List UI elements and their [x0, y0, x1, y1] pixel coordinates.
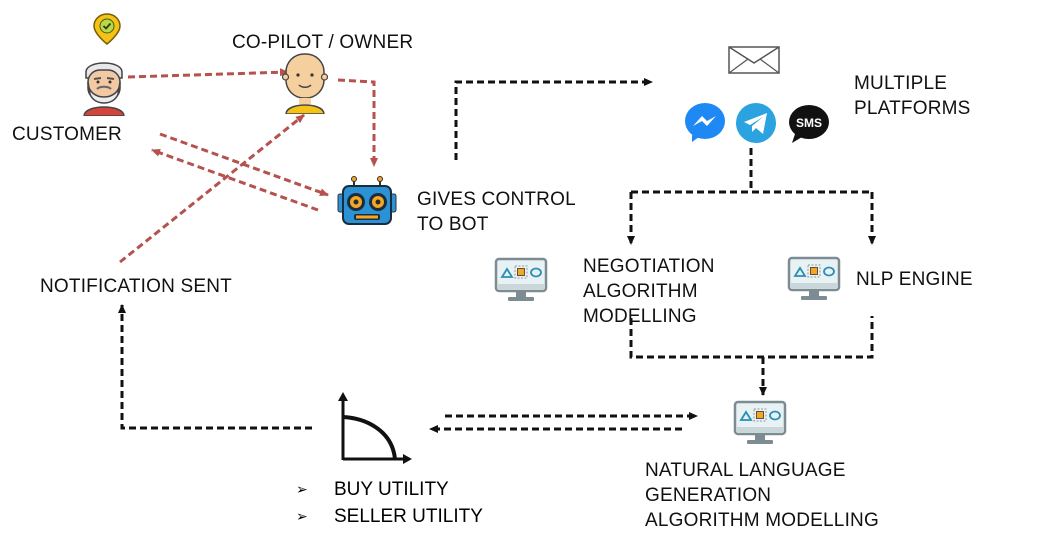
envelope-icon: [728, 46, 780, 74]
arrow-copilot-to-bot: [337, 78, 378, 167]
label-nlg-modelling: NATURAL LANGUAGE GENERATION ALGORITHM MO…: [645, 458, 879, 533]
bald-man-avatar-icon: [282, 53, 328, 114]
bullet-item: ➢ BUY UTILITY: [296, 476, 483, 503]
label-negotiation-line1: NEGOTIATION: [583, 256, 715, 277]
location-badge-icon: [93, 13, 121, 45]
label-nlg-line2: GENERATION: [645, 485, 772, 506]
line-negotiation-merge: [629, 316, 874, 359]
label-negotiation-line3: MODELLING: [583, 306, 697, 327]
monitor-icon: [494, 257, 548, 301]
bullet-arrow-icon: ➢: [296, 508, 308, 524]
sms-text: SMS: [796, 116, 822, 130]
sms-icon: SMS: [789, 105, 829, 143]
label-negotiation-modelling: NEGOTIATION ALGORITHM MODELLING: [583, 254, 715, 329]
label-nlg-line1: NATURAL LANGUAGE: [645, 460, 846, 481]
arrow-utility-to-notification: [118, 304, 312, 430]
monitor-icon: [733, 400, 787, 444]
label-negotiation-line2: ALGORITHM: [583, 281, 698, 302]
bullet-text: BUY UTILITY: [334, 479, 449, 500]
label-platforms-line1: MULTIPLE: [854, 73, 948, 94]
bullet-item: ➢ SELLER UTILITY: [296, 503, 483, 530]
old-man-avatar-icon: [83, 62, 125, 116]
label-gives-control-line2: TO BOT: [417, 214, 489, 235]
label-customer: CUSTOMER: [12, 124, 122, 145]
label-platforms-line2: PLATFORMS: [854, 98, 971, 119]
telegram-icon: [736, 103, 776, 143]
arrow-customer-to-copilot: [127, 68, 289, 79]
bullet-arrow-icon: ➢: [296, 481, 308, 497]
monitor-icon: [787, 256, 841, 300]
arrow-notification-to-copilot: [119, 113, 305, 264]
arrow-bot-to-customer: [151, 148, 319, 212]
utility-curve-icon: [338, 392, 412, 464]
label-copilot-owner: CO-PILOT / OWNER: [232, 32, 414, 53]
label-gives-control: GIVES CONTROL TO BOT: [417, 187, 576, 237]
label-multiple-platforms: MULTIPLE PLATFORMS: [854, 71, 971, 121]
messenger-icon: [685, 103, 725, 142]
robot-icon: [337, 176, 397, 225]
arrow-bot-to-platforms: [454, 78, 653, 160]
label-nlg-line3: ALGORITHM MODELLING: [645, 510, 879, 531]
bullet-text: SELLER UTILITY: [334, 506, 483, 527]
label-nlp-engine: NLP ENGINE: [856, 269, 973, 290]
utility-bullet-list: ➢ BUY UTILITY ➢ SELLER UTILITY: [296, 476, 483, 530]
label-notification-sent: NOTIFICATION SENT: [40, 276, 232, 297]
label-gives-control-line1: GIVES CONTROL: [417, 189, 576, 210]
